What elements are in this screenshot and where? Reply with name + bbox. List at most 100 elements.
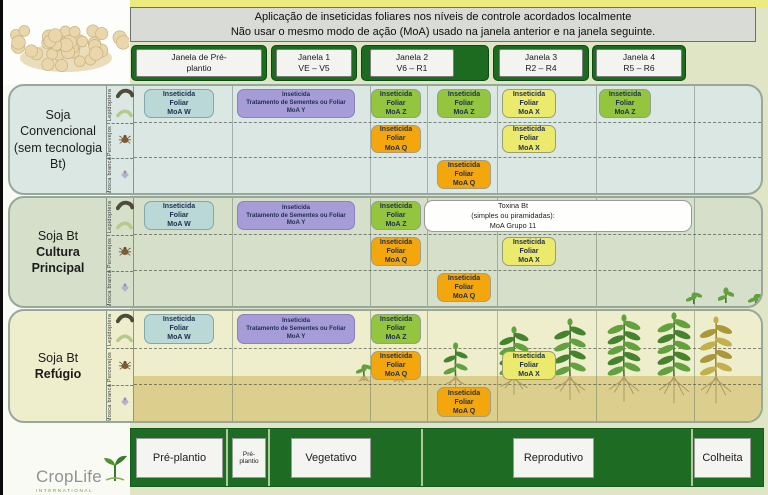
pest-name: Lepidoptera [107, 313, 113, 346]
stinkbug-icon [118, 132, 132, 150]
window-stage-range: R2 – R4 [525, 63, 557, 73]
crop-row-label-line: Convencional [20, 124, 96, 139]
window-name: Janela 3 [524, 51, 558, 62]
pest-cell-mosca-branca: Mosca branca [107, 270, 133, 306]
column-divider [596, 198, 597, 306]
pest-row-divider [134, 384, 761, 386]
moa-box-line: Foliar [519, 135, 539, 143]
spray-window-grid: Toxina Bt(simples ou piramidadas):MoA Gr… [134, 198, 761, 306]
pest-icons [116, 280, 133, 298]
column-divider [497, 86, 498, 193]
column-divider [370, 86, 371, 193]
crop-row-label-line: Bt) [50, 156, 66, 171]
pest-icons [116, 394, 133, 412]
pest-name: Mosca branca [107, 384, 113, 423]
column-divider [232, 86, 233, 193]
crop-row-label-line: Soja [45, 108, 71, 122]
pest-row-divider [134, 347, 761, 349]
moa-box-line: MoA Q [384, 257, 408, 265]
moa-box-line: MoA X [518, 108, 540, 116]
window-header-1: Janela de Pré-plantio [131, 45, 267, 81]
timeline-stage-label: Pré- [242, 450, 256, 458]
moa-box-line: Foliar [519, 361, 539, 369]
pest-row-divider [134, 270, 761, 271]
timeline-divider [421, 429, 423, 486]
moa-box-line: Inseticida [379, 90, 413, 98]
croplife-logo: CropLife INTERNATIONAL [36, 452, 146, 493]
soy-plant-illustration [602, 314, 646, 411]
croplife-logo-text: CropLife [36, 467, 102, 486]
window-name: Janela de Pré- [171, 51, 227, 62]
moa-box-line: MoA Q [452, 180, 476, 188]
soy-plant-illustration [694, 316, 738, 413]
moa-box-line: Inseticida [447, 90, 481, 98]
soy-plant-illustration [548, 318, 592, 409]
timeline-stage-3: Vegetativo [291, 438, 371, 478]
seedling-icon [102, 452, 128, 487]
moa-box-line: Foliar [169, 325, 189, 333]
pest-name: Lepidoptera [107, 200, 113, 233]
moa-box-line: Inseticida [512, 352, 546, 360]
moa-box-line: MoA Z [453, 108, 475, 116]
pest-cell-percevejos: Percevejos [107, 124, 133, 159]
moa-box-line: Inseticida [379, 316, 413, 324]
timeline-stage-label: Pré-plantio [152, 451, 207, 464]
moa-box-line: Inseticida [281, 203, 311, 211]
moa-box-line: Foliar [454, 171, 474, 179]
moa-box-line: MoA Y [286, 219, 306, 227]
pest-name: Percevejos [107, 351, 113, 382]
crop-row-label-line: Soja Bt [37, 350, 79, 365]
crop-row-label-line: (sem tecnologia [13, 140, 103, 155]
moa-box-line: MoA Z [614, 108, 636, 116]
moa-box-line: Inseticida [281, 316, 311, 324]
pest-icons [116, 167, 133, 185]
moa-box-line: Inseticida [162, 202, 196, 210]
stinkbug-icon [118, 358, 132, 376]
moa-box-line: Foliar [169, 99, 189, 107]
toxina-bt-note-line: MoA Grupo 11 [489, 220, 537, 230]
pest-icons [116, 132, 133, 150]
window-stage-range: R5 – R6 [623, 63, 655, 73]
moa-box-line: Inseticida [379, 238, 413, 246]
window-stage-range: VE – V5 [298, 63, 330, 73]
pest-row-divider [134, 157, 761, 159]
column-divider [694, 311, 695, 421]
crop-row-label-line: Soja Bt [37, 228, 79, 243]
pest-cell-lepidoptera: Lepidoptera [107, 86, 134, 124]
window-header-label: Janela de Pré-plantio [136, 48, 262, 78]
pest-cell-percevejos: Percevejos [107, 236, 133, 272]
moa-box-line: MoA Z [385, 108, 407, 116]
moa-box-line: MoA W [167, 334, 191, 342]
moa-box-line: Foliar [519, 247, 539, 255]
pest-row-divider [134, 121, 761, 123]
soy-plant-illustration [442, 342, 469, 395]
pest-icons [116, 358, 133, 376]
caterpillar-dark-icon [115, 198, 134, 216]
caterpillar-dark-icon [115, 86, 134, 104]
pest-name: Percevejos [107, 125, 113, 157]
timeline-stage-2: Pré-plantio [232, 438, 266, 478]
moa-box-line: Inseticida [379, 202, 413, 210]
column-divider [427, 86, 428, 193]
moa-box-line: Foliar [386, 211, 406, 219]
